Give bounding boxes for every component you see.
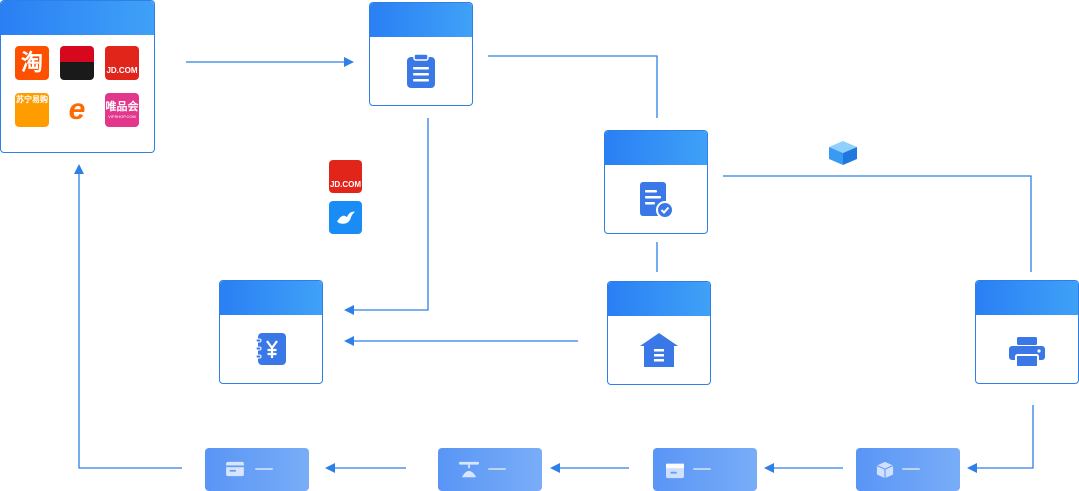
pill-decoration bbox=[255, 468, 273, 470]
card-header bbox=[976, 281, 1078, 315]
bird-icon bbox=[336, 211, 355, 224]
card-header bbox=[220, 281, 322, 315]
warehouse-card bbox=[607, 281, 711, 385]
pack-step bbox=[856, 448, 960, 491]
finance-card bbox=[219, 280, 323, 384]
tmall-logo: 天猫 bbox=[60, 46, 94, 80]
vipshop-logo: 唯品会 VIPSHOP.COM bbox=[105, 93, 139, 127]
jd-logo: JD.COM bbox=[105, 46, 139, 80]
parcel-icon bbox=[666, 463, 684, 479]
alibaba-logo: e bbox=[60, 93, 94, 127]
box-step bbox=[653, 448, 757, 491]
document-check-icon bbox=[640, 182, 674, 219]
scale-step bbox=[438, 448, 542, 491]
warehouse-icon bbox=[640, 333, 678, 367]
card-header bbox=[605, 131, 707, 165]
arrow-print-to-pack bbox=[967, 405, 1034, 473]
clipboard-icon bbox=[407, 53, 435, 88]
line-orders-to-audit bbox=[488, 55, 658, 118]
arrow-ship-to-platforms bbox=[74, 164, 182, 469]
taobao-logo: 淘 bbox=[15, 46, 49, 80]
card-header bbox=[1, 1, 154, 35]
cube-icon bbox=[829, 141, 857, 165]
weighing-scale-icon bbox=[459, 461, 479, 478]
audit-card bbox=[604, 130, 708, 234]
print-card bbox=[975, 280, 1079, 384]
ship-step bbox=[205, 448, 309, 491]
jd-side-logo: JD.COM bbox=[329, 160, 362, 193]
pill-decoration bbox=[902, 468, 920, 470]
yuan-ledger-icon bbox=[255, 333, 286, 365]
line-audit-to-print bbox=[723, 175, 1032, 272]
suning-logo: 苏宁易购 bbox=[15, 93, 49, 127]
package-box-icon bbox=[876, 461, 894, 479]
orders-card bbox=[369, 2, 473, 106]
delivery-card-icon bbox=[226, 461, 244, 477]
card-header bbox=[370, 3, 472, 37]
printer-icon bbox=[1009, 337, 1045, 368]
bird-logo bbox=[329, 201, 362, 234]
pill-decoration bbox=[488, 468, 506, 470]
platforms-card: 淘 天猫 JD.COM 苏宁易购 e 唯品会 VIPSHOP.COM bbox=[0, 0, 155, 153]
pill-decoration bbox=[693, 468, 711, 470]
arrow-orders-to-finance bbox=[344, 118, 429, 315]
card-header bbox=[608, 282, 710, 316]
